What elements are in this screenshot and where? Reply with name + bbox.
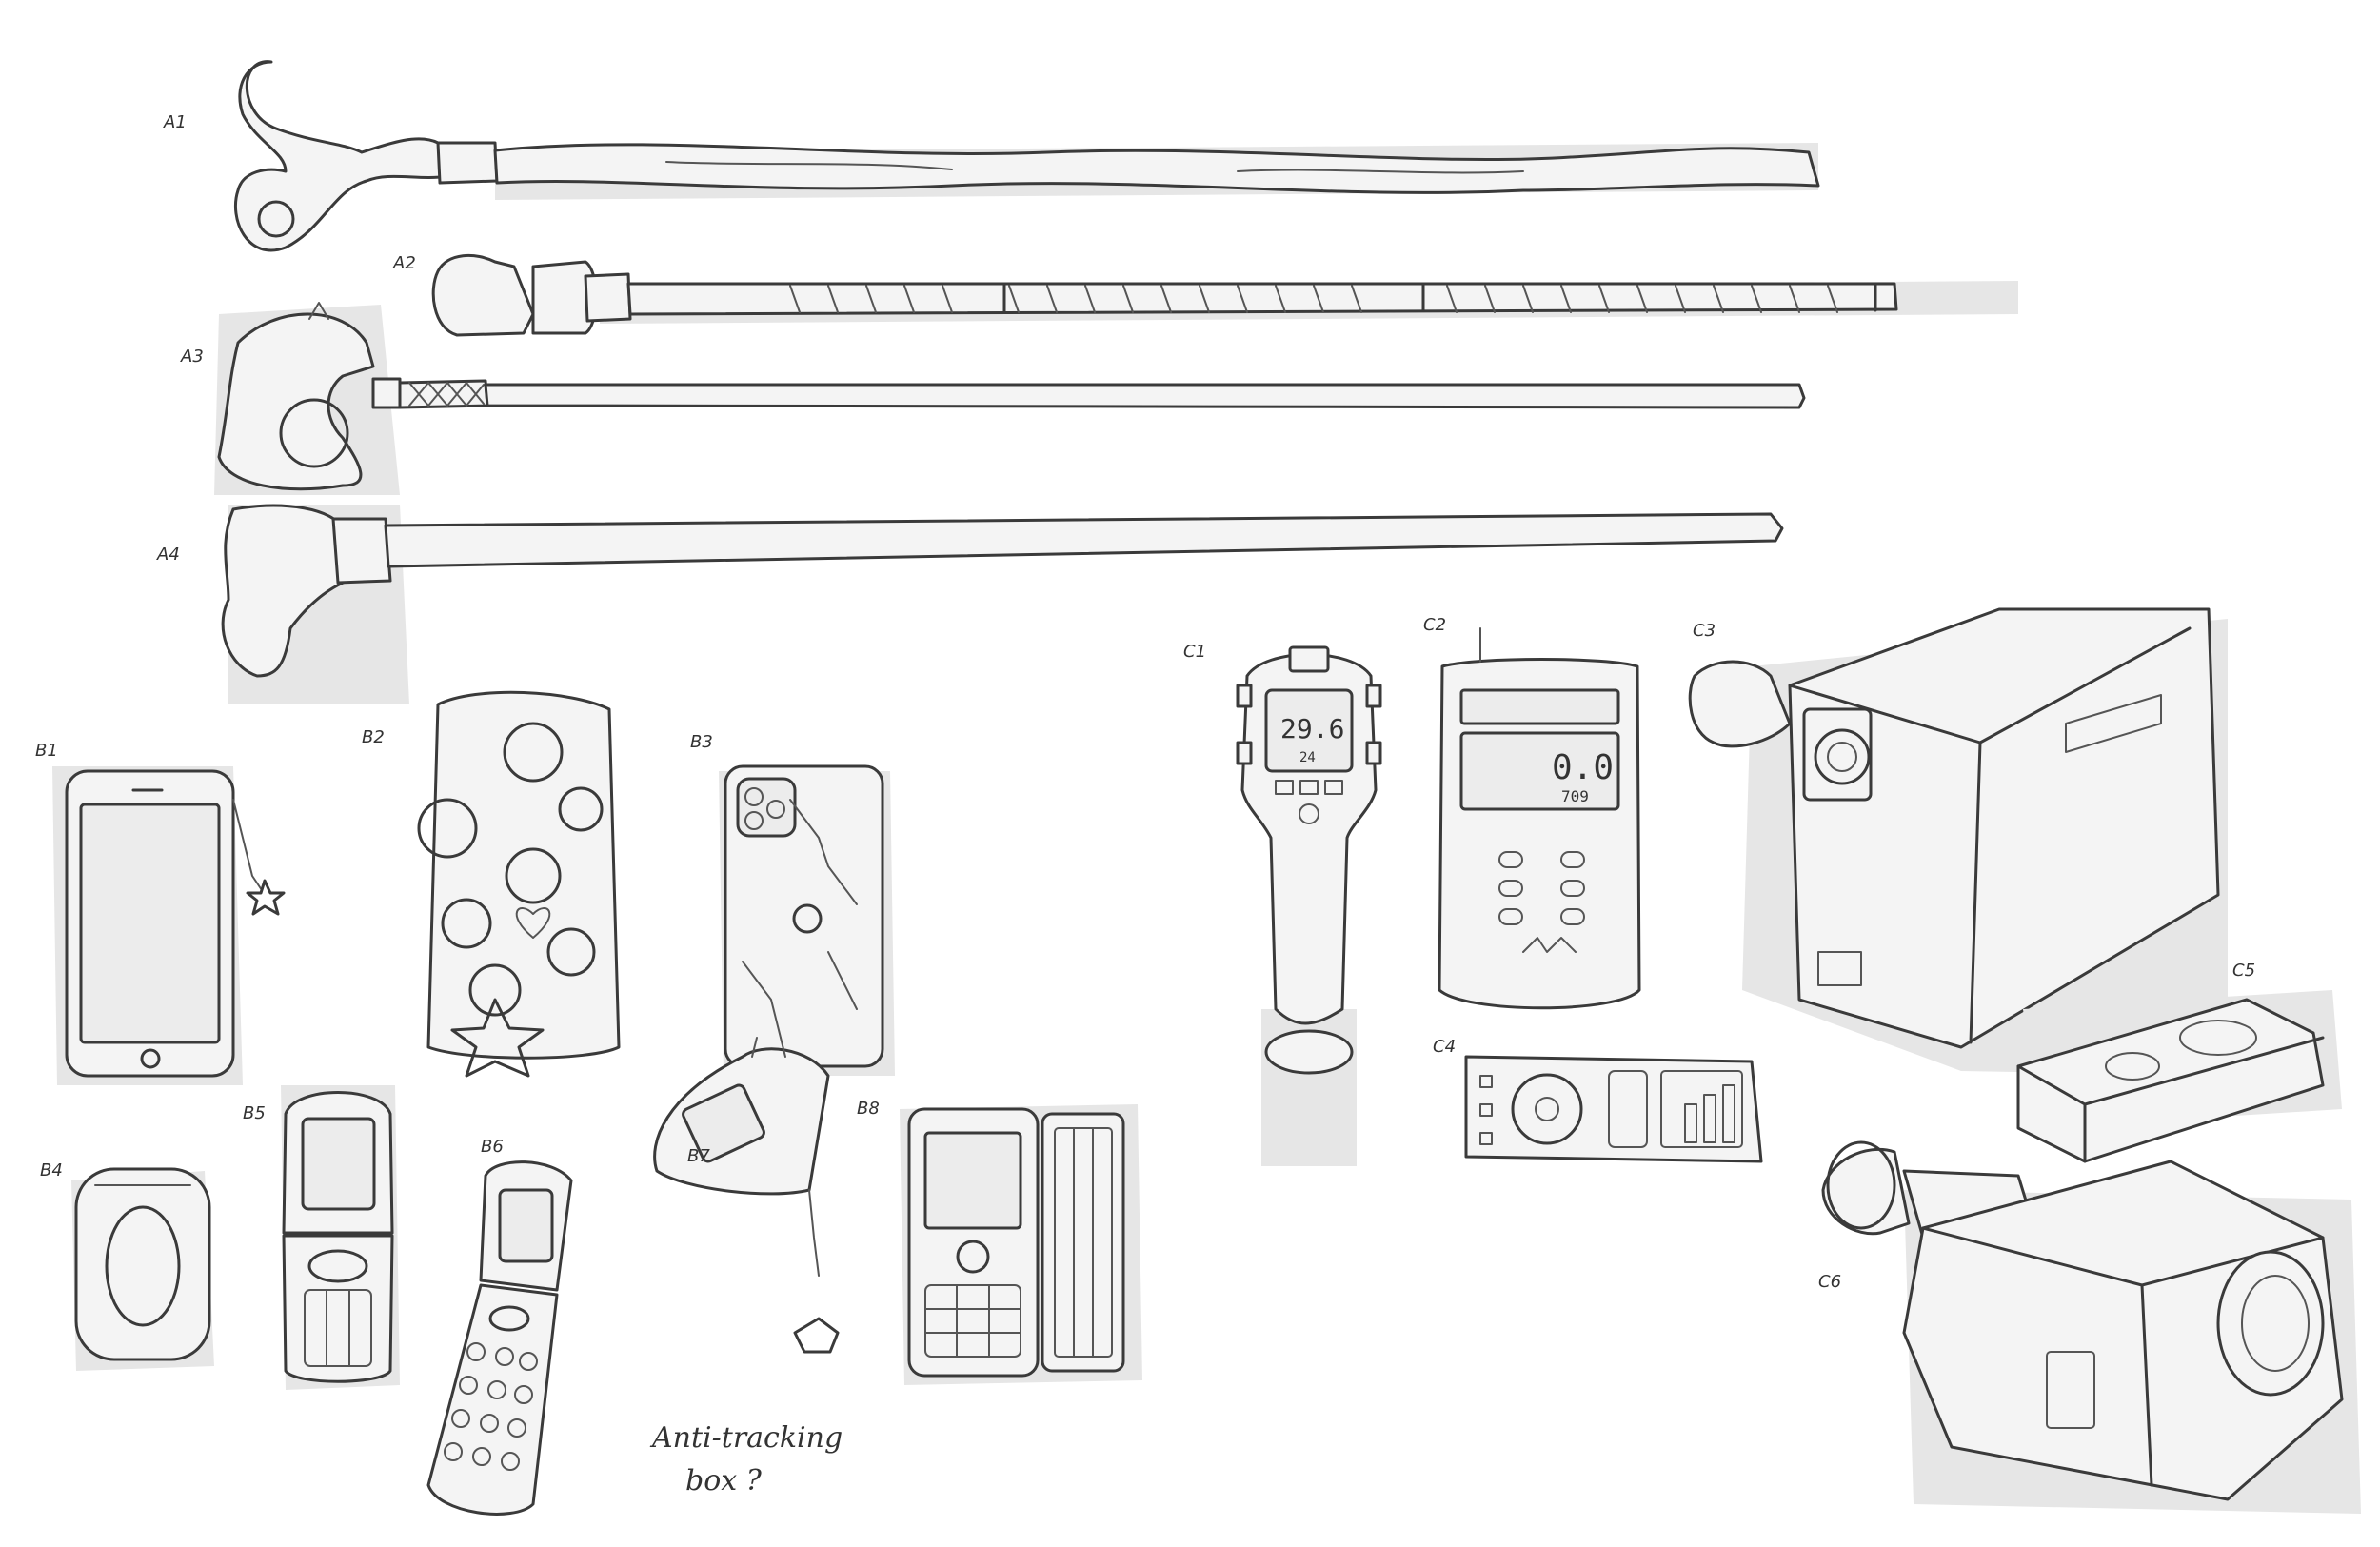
- cane-a4: [221, 504, 1784, 704]
- cane-a3: [214, 302, 1806, 495]
- phone-b3: [719, 764, 895, 1076]
- label-b2: B2: [362, 727, 385, 747]
- label-c4: C4: [1433, 1037, 1456, 1057]
- c2-display-value: 0.0: [1552, 748, 1614, 787]
- phone-b4: [71, 1167, 214, 1371]
- device-c3: [1688, 607, 2228, 1076]
- cane-a1: [233, 60, 1820, 252]
- label-b8: B8: [857, 1099, 880, 1119]
- label-a3: A3: [180, 347, 204, 367]
- label-b4: B4: [40, 1160, 63, 1180]
- label-c5: C5: [2232, 961, 2255, 981]
- phone-b6: [426, 1160, 573, 1516]
- label-c1: C1: [1183, 642, 1206, 662]
- label-a4: A4: [156, 545, 180, 565]
- label-b6: B6: [481, 1137, 504, 1157]
- phone-b8: [900, 1104, 1142, 1385]
- note-line-2: box ?: [685, 1464, 763, 1497]
- label-a2: A2: [392, 253, 416, 273]
- label-b7: B7: [687, 1146, 710, 1166]
- c1-display-sub: 24: [1299, 750, 1316, 765]
- device-c4: [1464, 1055, 1763, 1163]
- device-c1: 29.6 24: [1236, 645, 1382, 1166]
- note-line-1: Anti-tracking: [649, 1421, 843, 1455]
- c1-display-value: 29.6: [1280, 713, 1344, 744]
- device-c2: 0.0 709: [1438, 627, 1641, 1010]
- c2-display-sub: 709: [1561, 787, 1589, 805]
- label-b3: B3: [690, 732, 713, 752]
- device-c5: [2016, 990, 2342, 1163]
- phone-b7: [653, 1037, 840, 1354]
- label-c2: C2: [1423, 615, 1446, 635]
- phone-b5: [281, 1085, 400, 1390]
- label-c3: C3: [1693, 621, 1716, 641]
- label-b1: B1: [35, 741, 58, 761]
- label-c6: C6: [1818, 1272, 1841, 1292]
- phone-b1: [52, 766, 286, 1085]
- cane-a2: [431, 253, 2018, 337]
- phone-b2: [417, 690, 621, 1078]
- label-a1: A1: [163, 112, 187, 132]
- device-c6: [1821, 1140, 2361, 1514]
- label-b5: B5: [243, 1103, 266, 1123]
